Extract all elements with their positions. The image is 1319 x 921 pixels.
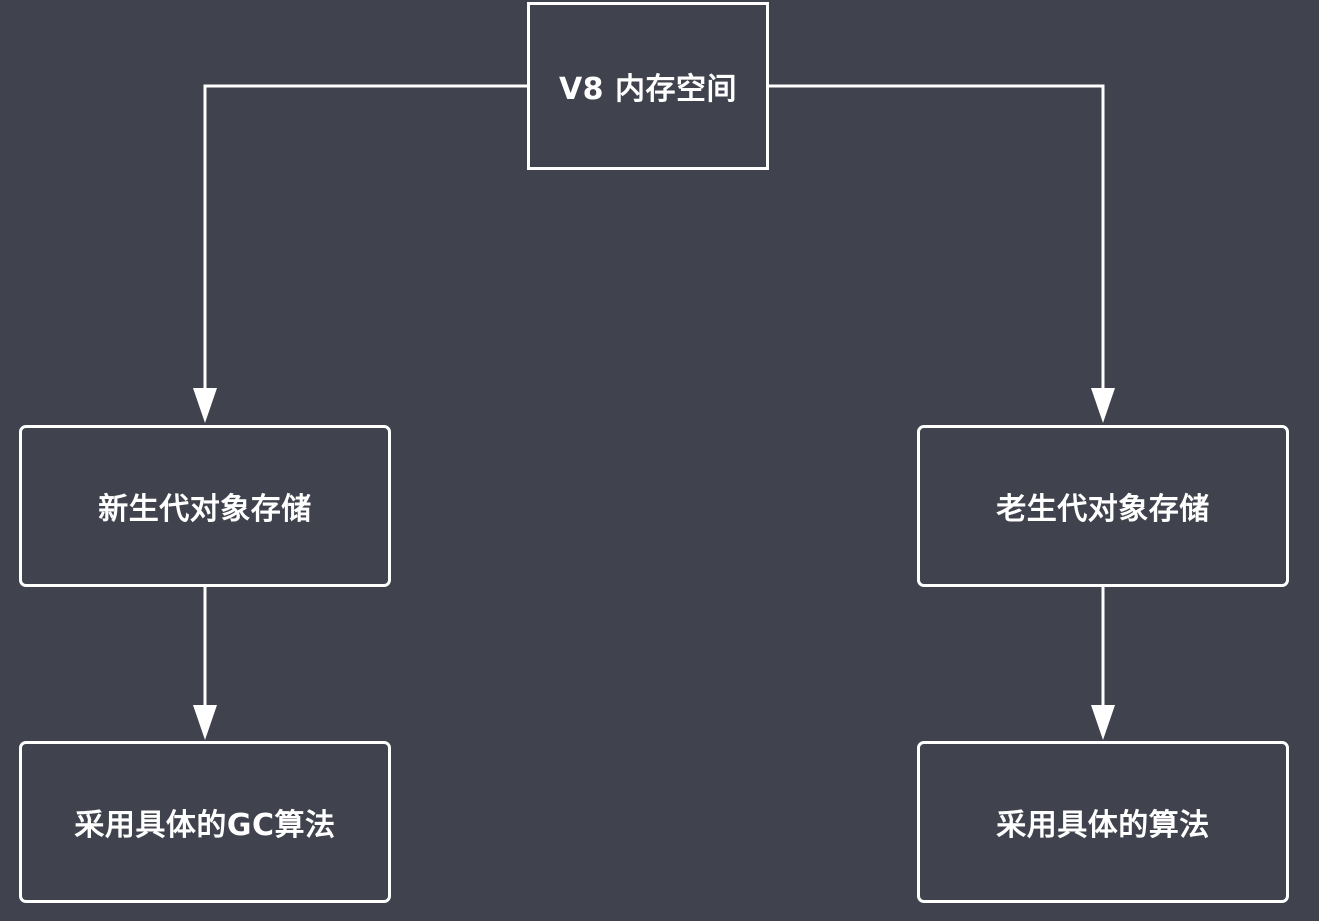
root-node-label: V8 内存空间	[558, 72, 738, 107]
young-algorithm-label: 采用具体的GC算法	[74, 808, 336, 843]
young-generation-node: 新生代对象存储	[19, 425, 391, 587]
old-algorithm-node: 采用具体的算法	[917, 741, 1289, 903]
edge-root-to-old	[769, 84, 1105, 400]
old-generation-node: 老生代对象存储	[917, 425, 1289, 587]
arrowhead-old-algo	[1091, 705, 1115, 740]
old-algorithm-label: 采用具体的算法	[996, 808, 1210, 843]
arrowhead-old	[1091, 388, 1115, 423]
root-node: V8 内存空间	[527, 2, 769, 170]
arrowhead-young-algo	[193, 705, 217, 740]
arrowhead-young	[193, 388, 217, 423]
old-generation-label: 老生代对象存储	[996, 492, 1210, 527]
young-generation-label: 新生代对象存储	[98, 492, 312, 527]
young-algorithm-node: 采用具体的GC算法	[19, 741, 391, 903]
edge-root-to-young	[203, 84, 527, 400]
